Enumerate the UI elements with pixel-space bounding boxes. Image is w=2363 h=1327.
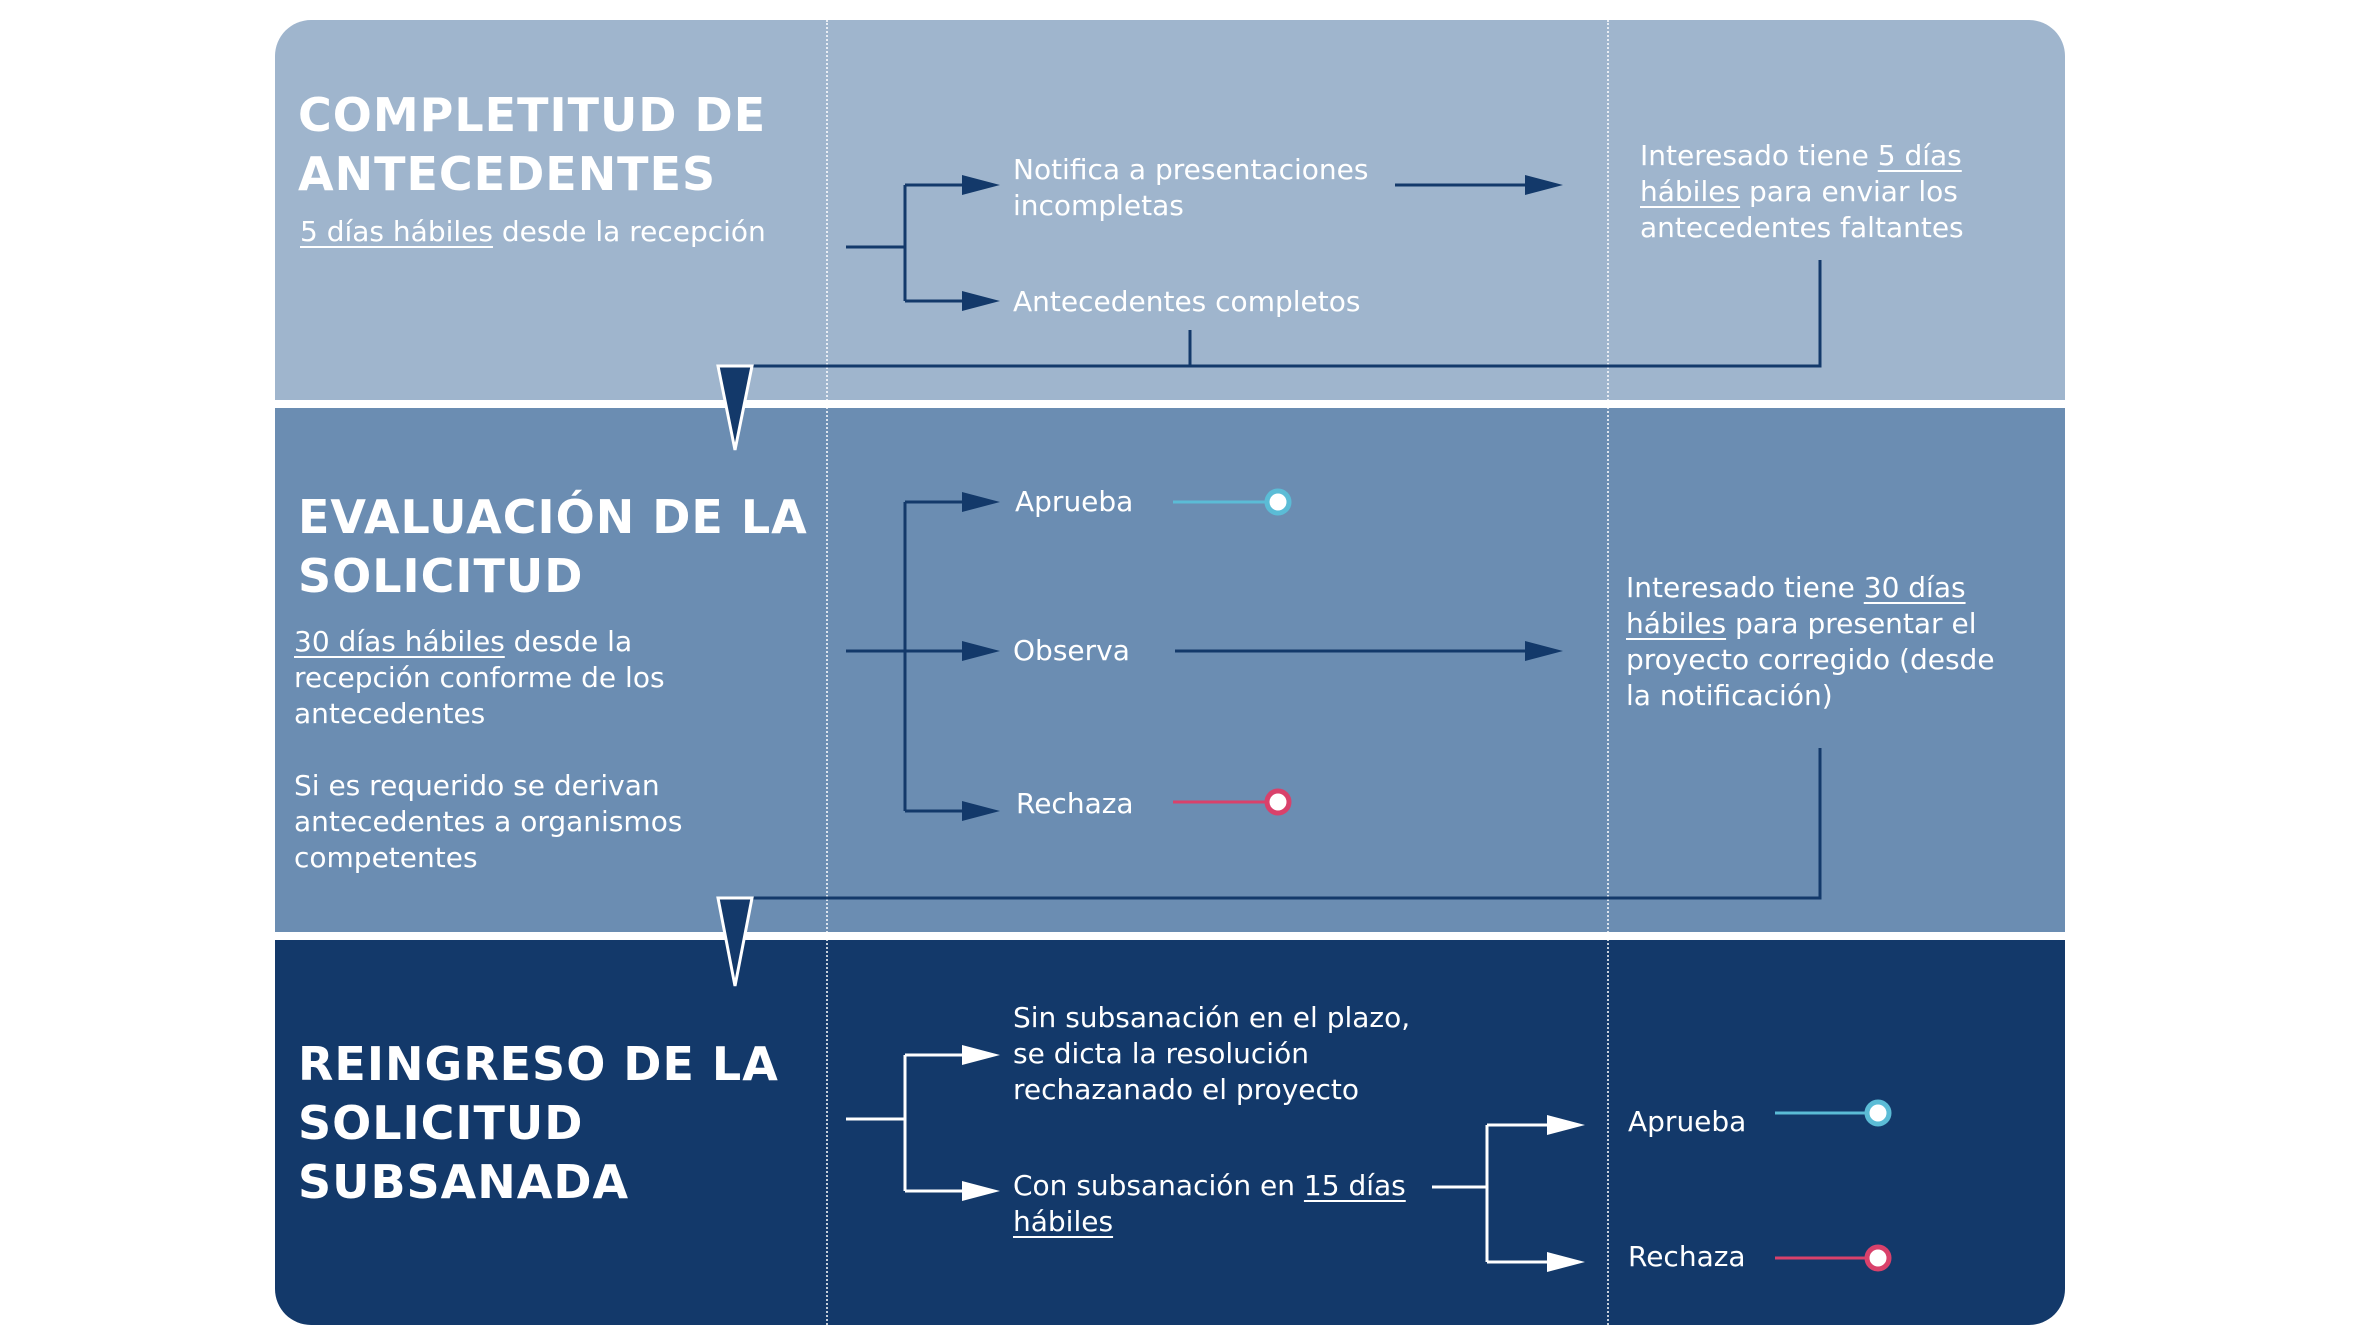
- stage2-reject-label: Rechaza: [1016, 787, 1134, 820]
- stage1-fork-line: [846, 185, 907, 301]
- stage1-arrowhead-bottom: [962, 291, 1000, 311]
- stage1-note-post: para enviar los antecedentes faltantes: [1640, 175, 1964, 244]
- stage2-approve-dot: [1264, 488, 1292, 516]
- stage-band-reingreso: [275, 940, 2065, 1325]
- stage3-approve-label: Aprueba: [1628, 1105, 1747, 1138]
- stage2-fork-line: [846, 502, 907, 811]
- stage2-note: Interesado tiene 30 días hábiles para pr…: [1626, 570, 1995, 714]
- stage2-reject-dot: [1264, 788, 1292, 816]
- stage1-branch-bottom-label: Antecedentes completos: [1013, 285, 1361, 318]
- stage2-description-2: Si es requerido se derivan antecedentes …: [294, 769, 683, 874]
- stage3-title: REINGRESO DE LA SOLICITUD SUBSANADA: [298, 1037, 779, 1209]
- stage3-fork-line: [846, 1055, 907, 1191]
- stage2-approve-label: Aprueba: [1015, 485, 1134, 518]
- stage2-note-pre: Interesado tiene: [1626, 571, 1864, 604]
- stage3-arrowhead2-top: [1547, 1115, 1585, 1135]
- stage2-note-post: para presentar el proyecto corregido (de…: [1626, 607, 1995, 712]
- stage1-subtitle: 5 días hábiles desde la recepción: [300, 214, 766, 250]
- stage2-arrowhead-top: [962, 492, 1000, 512]
- stage-band-completitud: [275, 20, 2065, 400]
- stage1-subtitle-days: 5 días hábiles: [300, 215, 493, 248]
- stage3-arrowhead2-bottom: [1547, 1252, 1585, 1272]
- stage3-reject-label: Rechaza: [1628, 1240, 1746, 1273]
- stage2-description-days: 30 días hábiles: [294, 625, 505, 658]
- stage2-arrowhead-note: [1525, 641, 1563, 661]
- stage2-observe-label: Observa: [1013, 634, 1130, 667]
- stage2-down-arrow: [716, 896, 754, 987]
- stage3-arrowhead-bottom: [962, 1181, 1000, 1201]
- stage2-arrowhead-mid: [962, 641, 1000, 661]
- stage1-branch-top-label: Notifica a presentaciones incompletas: [1013, 153, 1369, 222]
- stage3-branch-bottom-days: 15 días hábiles: [1013, 1169, 1406, 1238]
- stage1-arrowhead-note: [1525, 175, 1563, 195]
- stage1-connectors: [716, 175, 1822, 451]
- stage2-arrowhead-bottom: [962, 801, 1000, 821]
- stage1-title: COMPLETITUD DE ANTECEDENTES: [298, 88, 767, 201]
- stage3-fork2-line: [1432, 1125, 1489, 1262]
- stage1-down-arrow: [716, 364, 754, 451]
- stage2-connectors: [716, 488, 1822, 987]
- stage1-note-pre: Interesado tiene: [1640, 139, 1878, 172]
- stage2-note-days: 30 días hábiles: [1626, 571, 1966, 640]
- stage3-branch-top-label: Sin subsanación en el plazo, se dicta la…: [1013, 1001, 1411, 1106]
- stage2-title: EVALUACIÓN DE LA SOLICITUD: [298, 490, 808, 603]
- stage1-arrowhead-top: [962, 175, 1000, 195]
- column-separator-2: [1607, 20, 1609, 1325]
- stage1-return-line: [733, 260, 1822, 400]
- stage1-subtitle-rest: desde la recepción: [492, 215, 766, 248]
- stage3-reject-dot: [1864, 1244, 1892, 1272]
- stage3-branch-bottom-pre: Con subsanación en: [1013, 1169, 1304, 1202]
- stage2-description-rest: desde la recepción conforme de los antec…: [294, 625, 665, 730]
- stage3-connectors: [846, 1045, 1892, 1272]
- stage2-description: 30 días hábiles desde la recepción confo…: [294, 624, 665, 732]
- stage3-approve-dot: [1864, 1099, 1892, 1127]
- stage3-branch-bottom-label: Con subsanación en 15 días hábiles: [1013, 1168, 1406, 1240]
- stage3-arrowhead-top: [962, 1045, 1000, 1065]
- stage1-note-days: 5 días hábiles: [1640, 139, 1962, 208]
- stage2-return-line: [733, 748, 1822, 932]
- stage-band-evaluacion: [275, 408, 2065, 932]
- column-separator-1: [826, 20, 828, 1325]
- stage1-note: Interesado tiene 5 días hábiles para env…: [1640, 138, 1964, 246]
